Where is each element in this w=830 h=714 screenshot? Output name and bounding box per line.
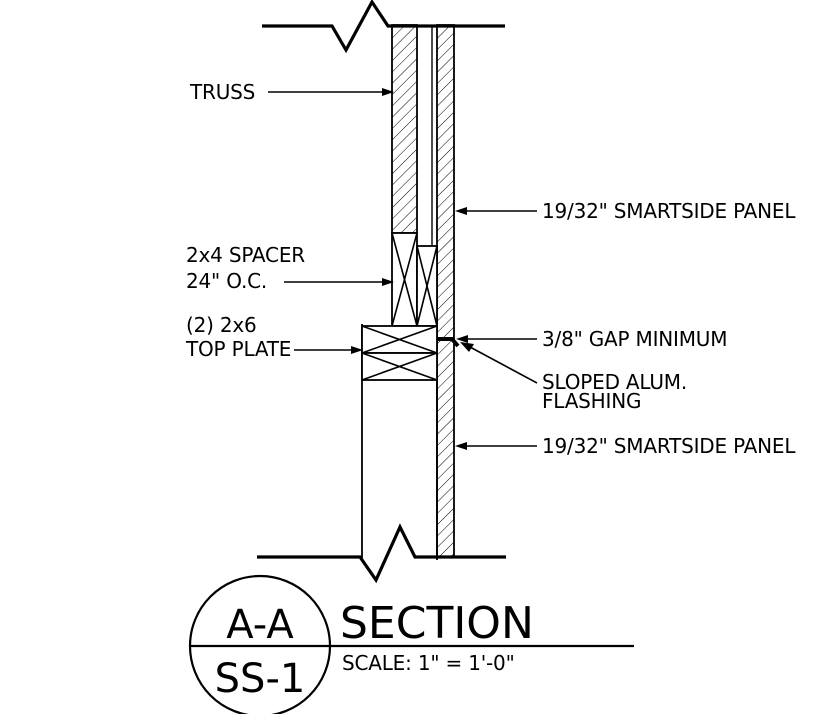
break-line-bottom — [257, 523, 506, 584]
leader-panel-upper — [455, 207, 537, 215]
leader-panel-lower — [455, 442, 537, 450]
section-callout: A-A SS-1 — [188, 574, 634, 714]
sloped-flashing — [437, 337, 460, 348]
panel-upper-label: 19/32" SMARTSIDE PANEL — [542, 199, 796, 223]
flashing-label-line1: SLOPED ALUM. — [542, 370, 687, 394]
flashing-label-line2: FLASHING — [542, 389, 641, 413]
spacer-label-line2: 24" O.C. — [186, 269, 267, 293]
sheet-id: SS-1 — [215, 656, 306, 702]
top-plate-label-line2: TOP PLATE — [185, 337, 291, 361]
scale-note: SCALE: 1" = 1'-0" — [342, 651, 515, 675]
smartside-panel — [436, 24, 455, 558]
leader-truss — [268, 88, 394, 96]
top-plate — [361, 325, 438, 381]
leader-gap — [456, 335, 537, 343]
leader-flashing — [460, 342, 538, 384]
leader-spacer — [284, 278, 394, 286]
spacer-label-line1: 2x4 SPACER — [186, 243, 305, 267]
section-id: A-A — [226, 602, 294, 648]
top-plate-label-line1: (2) 2x6 — [186, 313, 257, 337]
panel-lower-label: 19/32" SMARTSIDE PANEL — [542, 434, 796, 458]
truss-label: TRUSS — [189, 80, 255, 104]
leader-top-plate — [294, 346, 363, 354]
break-line-top — [262, 0, 505, 54]
section-title: SECTION — [340, 598, 534, 649]
spacer-block — [391, 232, 438, 327]
gap-label: 3/8" GAP MINIMUM — [542, 327, 727, 351]
truss-member — [391, 24, 418, 234]
